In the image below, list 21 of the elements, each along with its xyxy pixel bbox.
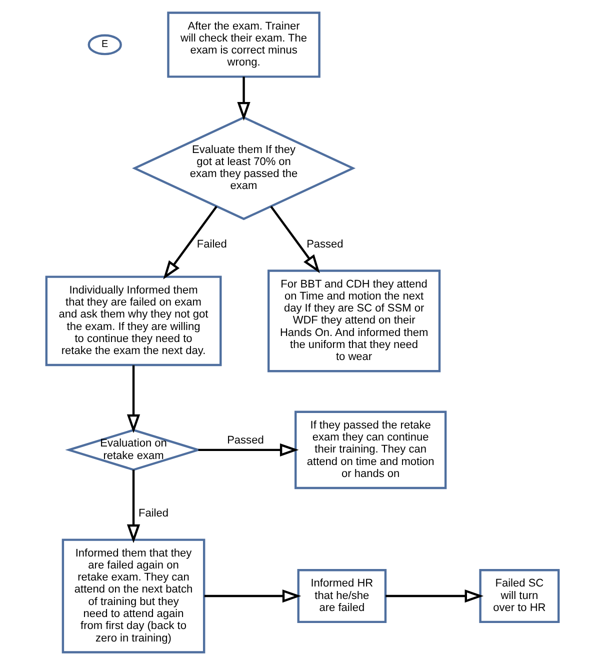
node-box: Failed SC will turn over to HR — [479, 569, 560, 624]
node-box: Individually Informed them that they are failed on exam and ask them why they not got the exam. If they are willing to continue they need to retake the exam the next day. — [45, 276, 222, 366]
arrow — [126, 365, 140, 434]
node-box: Informed HR that he/she are failed — [297, 569, 387, 624]
node-diamond: Evaluate them If they got at least 70% on exam they passed the exam — [132, 116, 356, 220]
node-box: If they passed the retake exam they can continue their training. They can attend on time and motion or hands on — [294, 410, 447, 490]
arrow — [163, 206, 218, 280]
edge-label: Failed — [138, 508, 169, 520]
node-box: After the exam. Trainer will check their exam. The exam is correct minus wrong. — [167, 12, 320, 78]
arrow — [198, 443, 299, 456]
edge-label: Failed — [196, 238, 227, 251]
edge-label: Passed — [306, 238, 344, 251]
node-ellipse: E — [88, 34, 122, 56]
edge-label: Passed — [227, 434, 264, 446]
arrow — [386, 589, 484, 603]
arrow — [270, 206, 320, 274]
node-box: For BBT and CDH they attend on Time and motion the next day If they are SC of SSM or WDF they attend on their Hands On. And informed them the uniform that they need to wear — [268, 270, 441, 372]
arrow — [204, 589, 302, 603]
node-box: Informed them that they are failed again on retake exam. They can attend on the next batch of training but they need to attend again from first day (back to zero in training) — [62, 538, 206, 654]
arrow — [237, 76, 250, 121]
arrow — [126, 470, 140, 544]
